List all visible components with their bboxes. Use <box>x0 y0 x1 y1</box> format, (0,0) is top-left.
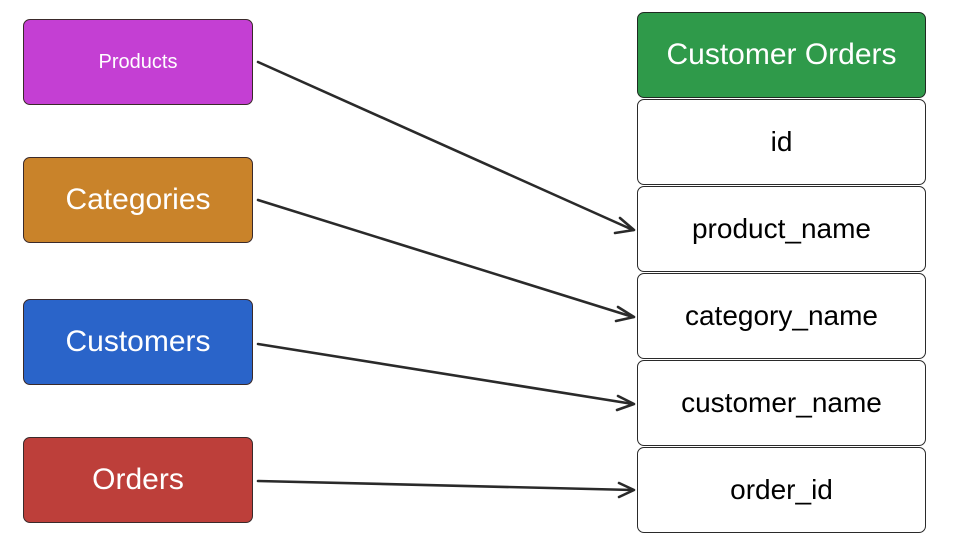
field-label: id <box>770 126 793 157</box>
orders-box[interactable]: Orders <box>23 437 253 523</box>
customer-orders-title: Customer Orders <box>666 38 897 71</box>
categories-box[interactable]: Categories <box>23 157 253 243</box>
field-order-id[interactable]: order_id <box>637 447 926 533</box>
field-category-name[interactable]: category_name <box>637 273 926 359</box>
arrow-customers-to-customer-name <box>256 342 636 412</box>
arrow-products-to-product-name <box>256 60 636 235</box>
customers-box[interactable]: Customers <box>23 299 253 385</box>
field-customer-name[interactable]: customer_name <box>637 360 926 446</box>
field-label: customer_name <box>681 387 882 418</box>
customers-label: Customers <box>65 325 211 358</box>
products-label: Products <box>98 50 178 73</box>
field-id[interactable]: id <box>637 99 926 185</box>
categories-label: Categories <box>65 183 211 216</box>
products-box[interactable]: Products <box>23 19 253 105</box>
field-label: product_name <box>691 213 871 244</box>
field-label: order_id <box>730 474 833 505</box>
customer-orders-table: Customer Orders id product_name category… <box>637 12 926 533</box>
orders-label: Orders <box>92 463 184 496</box>
field-label: category_name <box>684 300 878 331</box>
arrow-orders-to-order-id <box>256 479 636 499</box>
field-product-name[interactable]: product_name <box>637 186 926 272</box>
arrow-categories-to-category-name <box>256 198 636 323</box>
customer-orders-header[interactable]: Customer Orders <box>637 12 926 98</box>
